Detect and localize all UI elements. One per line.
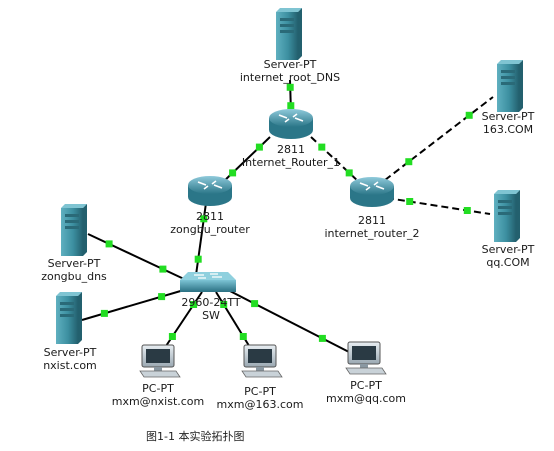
- port-status-indicator: [158, 293, 166, 301]
- port-status-indicator: [287, 102, 295, 110]
- port-status-indicator: [251, 300, 259, 308]
- ports-layer: [100, 83, 473, 342]
- node-model-label: PC-PT: [350, 379, 382, 392]
- server-qq-com[interactable]: Server-PT qq.COM: [482, 190, 535, 269]
- node-name-label: Internet_Router_1: [242, 156, 340, 169]
- pc-mxm-nxist[interactable]: PC-PT mxm@nxist.com: [112, 344, 205, 408]
- port-status-indicator: [190, 301, 198, 308]
- router-icon: [350, 177, 394, 207]
- link-sw-pc3[interactable]: [227, 289, 350, 353]
- port-status-indicator: [463, 207, 471, 214]
- link-zongbu_dns-sw[interactable]: [87, 233, 185, 280]
- link-zongbu_r-sw[interactable]: [195, 202, 207, 276]
- port-status-indicator: [239, 333, 247, 340]
- pc-icon: [139, 344, 181, 378]
- server-icon: [276, 8, 302, 60]
- port-status-indicator: [220, 301, 228, 308]
- router-icon: [188, 176, 232, 206]
- node-model-label: Server-PT: [482, 243, 535, 256]
- node-name-label: qq.COM: [486, 256, 529, 269]
- server-nxist-com[interactable]: Server-PT nxist.com: [43, 292, 97, 372]
- port-status-indicator: [168, 333, 176, 340]
- node-model-label: Server-PT: [264, 58, 317, 71]
- figure-caption: 图1-1 本实验拓扑图: [146, 429, 244, 443]
- server-icon: [61, 204, 87, 256]
- port-status-indicator: [194, 255, 202, 263]
- port-status-indicator: [229, 169, 237, 177]
- node-name-label: zongbu_router: [170, 223, 250, 236]
- router-internet-router-2[interactable]: 2811 internet_router_2: [324, 177, 420, 240]
- server-zongbu-dns[interactable]: Server-PT zongbu_dns: [41, 204, 107, 283]
- server-icon: [56, 292, 82, 344]
- node-name-label: SW: [202, 309, 220, 322]
- node-model-label: Server-PT: [48, 257, 101, 270]
- node-name-label: zongbu_dns: [41, 270, 107, 283]
- node-model-label: PC-PT: [142, 382, 174, 395]
- node-model-label: 2811: [358, 214, 386, 227]
- server-163-com[interactable]: Server-PT 163.COM: [482, 60, 535, 136]
- switch-sw[interactable]: 2960-24TT SW: [180, 272, 241, 322]
- port-status-indicator: [286, 83, 294, 91]
- pc-icon: [345, 341, 387, 375]
- node-name-label: mxm@163.com: [217, 398, 304, 411]
- server-icon: [497, 60, 523, 112]
- node-model-label: 2960-24TT: [181, 296, 240, 309]
- switch-icon: [180, 272, 236, 292]
- pc-mxm-qq[interactable]: PC-PT mxm@qq.com: [326, 341, 406, 405]
- link-nxist-sw[interactable]: [81, 289, 185, 321]
- port-status-indicator: [105, 240, 113, 248]
- node-model-label: PC-PT: [244, 385, 276, 398]
- port-status-indicator: [406, 198, 414, 205]
- node-name-label: internet_root_DNS: [240, 71, 340, 84]
- link-ir2-sqq[interactable]: [386, 197, 491, 215]
- node-name-label: mxm@qq.com: [326, 392, 406, 405]
- node-model-label: 2811: [196, 210, 224, 223]
- port-status-indicator: [318, 334, 326, 342]
- pc-mxm-163[interactable]: PC-PT mxm@163.com: [217, 344, 304, 411]
- node-name-label: nxist.com: [43, 359, 97, 372]
- port-status-indicator: [200, 215, 208, 223]
- link-ir2-s163[interactable]: [384, 96, 494, 181]
- server-internet-root-dns[interactable]: Server-PT internet_root_DNS: [240, 8, 340, 84]
- node-model-label: Server-PT: [482, 110, 535, 123]
- port-status-indicator: [465, 111, 473, 119]
- node-name-label: internet_router_2: [324, 227, 419, 240]
- node-model-label: 2811: [277, 143, 305, 156]
- pc-icon: [241, 344, 283, 378]
- router-zongbu-router[interactable]: 2811 zongbu_router: [170, 176, 250, 236]
- server-icon: [494, 190, 520, 242]
- router-internet-router-1[interactable]: 2811 Internet_Router_1: [242, 109, 340, 169]
- node-name-label: 163.COM: [483, 123, 533, 136]
- node-name-label: mxm@nxist.com: [112, 395, 205, 408]
- port-status-indicator: [345, 169, 353, 177]
- node-model-label: Server-PT: [44, 346, 97, 359]
- port-status-indicator: [159, 265, 167, 273]
- router-icon: [269, 109, 313, 139]
- port-status-indicator: [405, 158, 413, 166]
- port-status-indicator: [100, 309, 108, 317]
- port-status-indicator: [255, 143, 263, 151]
- port-status-indicator: [318, 143, 326, 151]
